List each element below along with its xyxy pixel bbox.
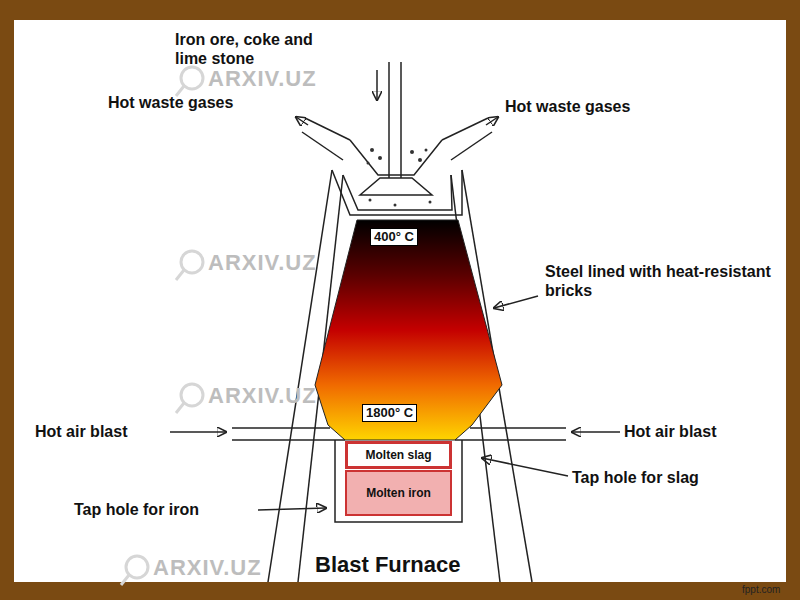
layer-label: Molten slag (365, 448, 431, 462)
iron-layer: Molten iron (345, 470, 452, 516)
watermark: ARXIV.UZ (208, 66, 317, 92)
input-label: Iron ore, coke and lime stone (175, 30, 345, 68)
tap-label: Tap hole for slag (572, 468, 699, 487)
layer-label: Molten iron (366, 486, 431, 500)
tap-label: Tap hole for iron (74, 500, 199, 519)
blast-label: Hot air blast (624, 422, 716, 441)
blast-label: Hot air blast (35, 422, 127, 441)
temperature-label: 1800° C (362, 404, 417, 422)
watermark: ARXIV.UZ (208, 250, 317, 276)
source-note: fppt.com (742, 584, 780, 596)
temperature-label: 400° C (370, 228, 418, 246)
wall-label: Steel lined with heat-resistant bricks (545, 262, 777, 300)
watermark: ARXIV.UZ (153, 555, 262, 581)
gas-label: Hot waste gases (108, 93, 233, 112)
watermark: ARXIV.UZ (208, 383, 317, 409)
gas-label: Hot waste gases (505, 97, 630, 116)
caption: Blast Furnace (315, 552, 461, 578)
slag-layer: Molten slag (345, 441, 452, 469)
